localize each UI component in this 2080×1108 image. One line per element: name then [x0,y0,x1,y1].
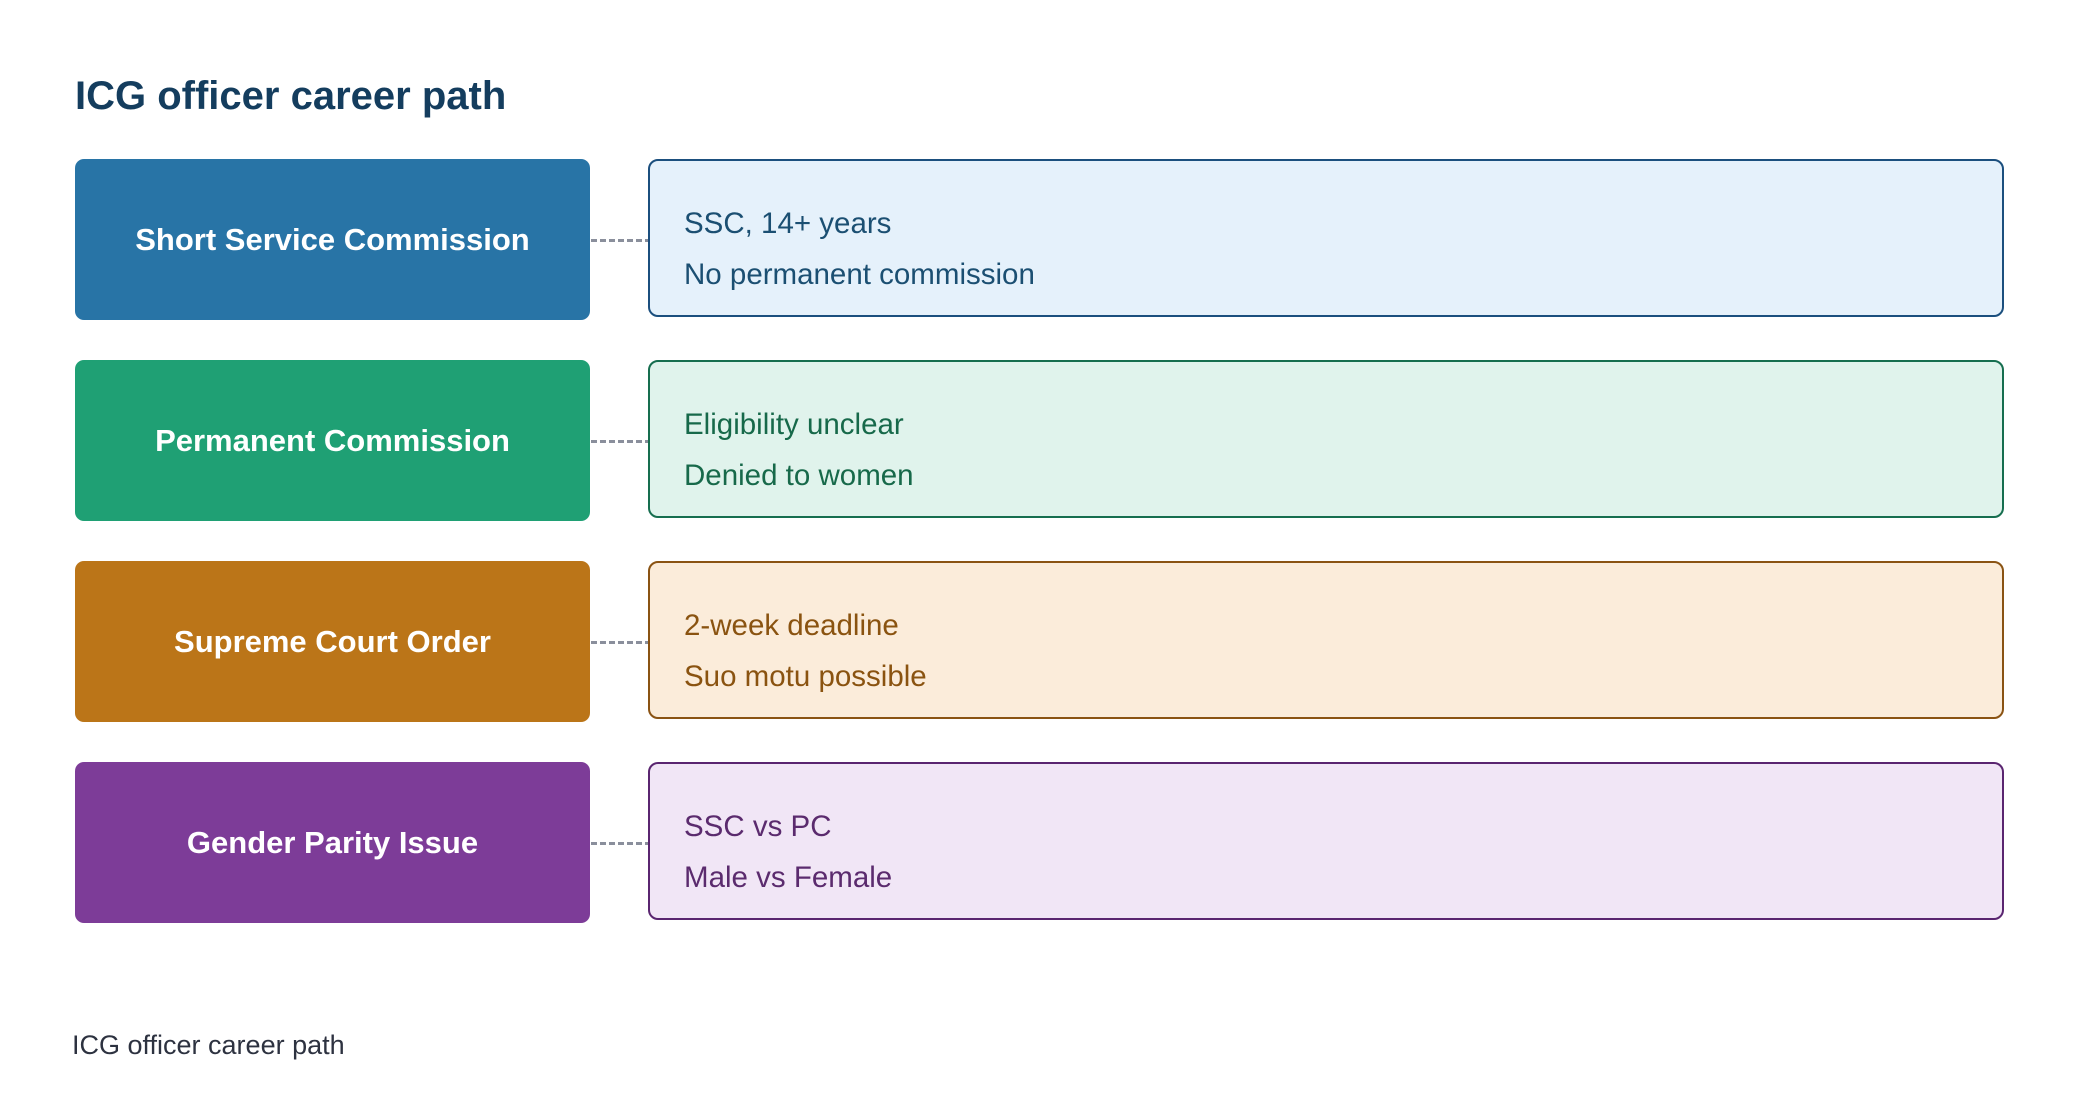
stage-label: Supreme Court Order [174,623,491,659]
row-supreme-court-order: Supreme Court Order 2-week deadline Suo … [75,561,2007,724]
detail-line: Male vs Female [684,861,893,894]
row-permanent-commission: Permanent Commission Eligibility unclear… [75,360,2007,523]
figure-caption: ICG officer career path [72,1030,345,1060]
dashed-connector [591,842,651,845]
detail-line: Denied to women [684,459,914,492]
stage-box: Supreme Court Order [75,561,590,722]
diagram-title: ICG officer career path [75,74,507,118]
stage-box: Short Service Commission [75,159,590,320]
row-gender-parity-issue: Gender Parity Issue SSC vs PC Male vs Fe… [75,762,2007,925]
detail-box: SSC vs PC Male vs Female [648,762,2004,920]
stage-box: Permanent Commission [75,360,590,521]
detail-line: 2-week deadline [684,609,899,642]
detail-line: SSC, 14+ years [684,207,892,240]
dashed-connector [591,440,651,443]
detail-box: Eligibility unclear Denied to women [648,360,2004,518]
dashed-connector [591,239,651,242]
stage-box: Gender Parity Issue [75,762,590,923]
detail-line: Eligibility unclear [684,408,904,441]
detail-box: 2-week deadline Suo motu possible [648,561,2004,719]
stage-label: Gender Parity Issue [186,824,479,860]
stage-label: Permanent Commission [155,422,510,458]
detail-box: SSC, 14+ years No permanent commission [648,159,2004,317]
row-short-service-commission: Short Service Commission SSC, 14+ years … [75,159,2007,322]
detail-line: SSC vs PC [684,810,832,843]
detail-line: No permanent commission [684,258,1035,291]
detail-line: Suo motu possible [684,660,927,693]
dashed-connector [591,641,651,644]
stage-label: Short Service Commission [135,221,530,257]
